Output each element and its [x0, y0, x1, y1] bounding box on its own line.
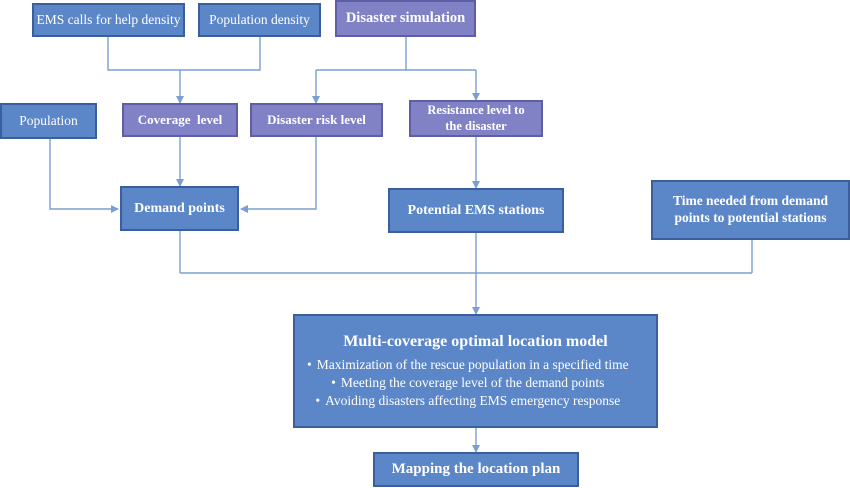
time-needed-label-line1: Time needed from demand [672, 193, 829, 209]
disaster-simulation-box: Disaster simulation [335, 0, 476, 37]
ems-calls-box: EMS calls for help density [32, 3, 185, 37]
demand-points-label: Demand points [134, 200, 225, 216]
population-density-label: Population density [209, 11, 310, 27]
time-needed-box: Time needed from demand points to potent… [651, 180, 850, 240]
connector-ems-calls [107, 37, 261, 71]
model-bullet: Maximization of the rescue population in… [307, 356, 629, 374]
location-model-box: Multi-coverage optimal location model Ma… [293, 314, 658, 428]
population-box: Population [0, 103, 97, 139]
demand-points-box: Demand points [120, 186, 239, 231]
location-model-title: Multi-coverage optimal location model [343, 332, 608, 350]
potential-ems-label: Potential EMS stations [407, 202, 545, 218]
potential-ems-box: Potential EMS stations [388, 188, 564, 233]
mapping-label: Mapping the location plan [391, 461, 561, 478]
population-density-box: Population density [198, 3, 321, 37]
resistance-label-line2: the disaster [445, 118, 507, 133]
location-model-bullets: Maximization of the rescue population in… [307, 356, 629, 411]
resistance-label-line1: Resistance level to [427, 102, 525, 117]
population-label: Population [19, 112, 78, 128]
coverage-level-box: Coverage level [122, 103, 238, 137]
coverage-level-label: Coverage level [137, 111, 223, 127]
resistance-box: Resistance level to the disaster [409, 100, 543, 137]
disaster-risk-box: Disaster risk level [250, 103, 383, 137]
model-bullet: Meeting the coverage level of the demand… [307, 374, 629, 392]
model-bullet: Avoiding disasters affecting EMS emergen… [307, 392, 629, 410]
disaster-simulation-label: Disaster simulation [345, 10, 466, 27]
time-needed-label-line2: points to potential stations [674, 210, 827, 225]
disaster-risk-label: Disaster risk level [267, 111, 366, 127]
ems-calls-label: EMS calls for help density [36, 11, 181, 27]
arrow-population-to-demand [49, 139, 119, 213]
arrow-risk-to-demand [240, 137, 317, 213]
mapping-box: Mapping the location plan [373, 452, 579, 487]
